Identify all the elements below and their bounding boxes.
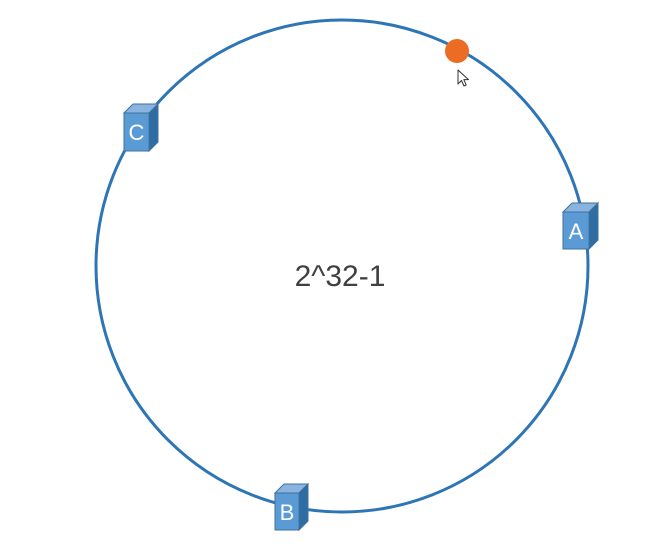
hash-space-label: 2^32-1 [295,260,386,293]
hash-ring [94,18,590,514]
server-node-c-label: C [129,120,145,145]
server-box-icon [561,201,600,251]
server-node-a: A [561,201,600,251]
data-key-dot [445,39,469,63]
mouse-pointer-icon [457,69,469,87]
server-box-icon [122,102,160,153]
server-node-c: C [122,102,160,153]
server-node-b: B [273,482,310,532]
server-box-icon [273,482,310,532]
server-node-b-label: B [280,500,295,525]
server-node-a-label: A [569,219,584,244]
